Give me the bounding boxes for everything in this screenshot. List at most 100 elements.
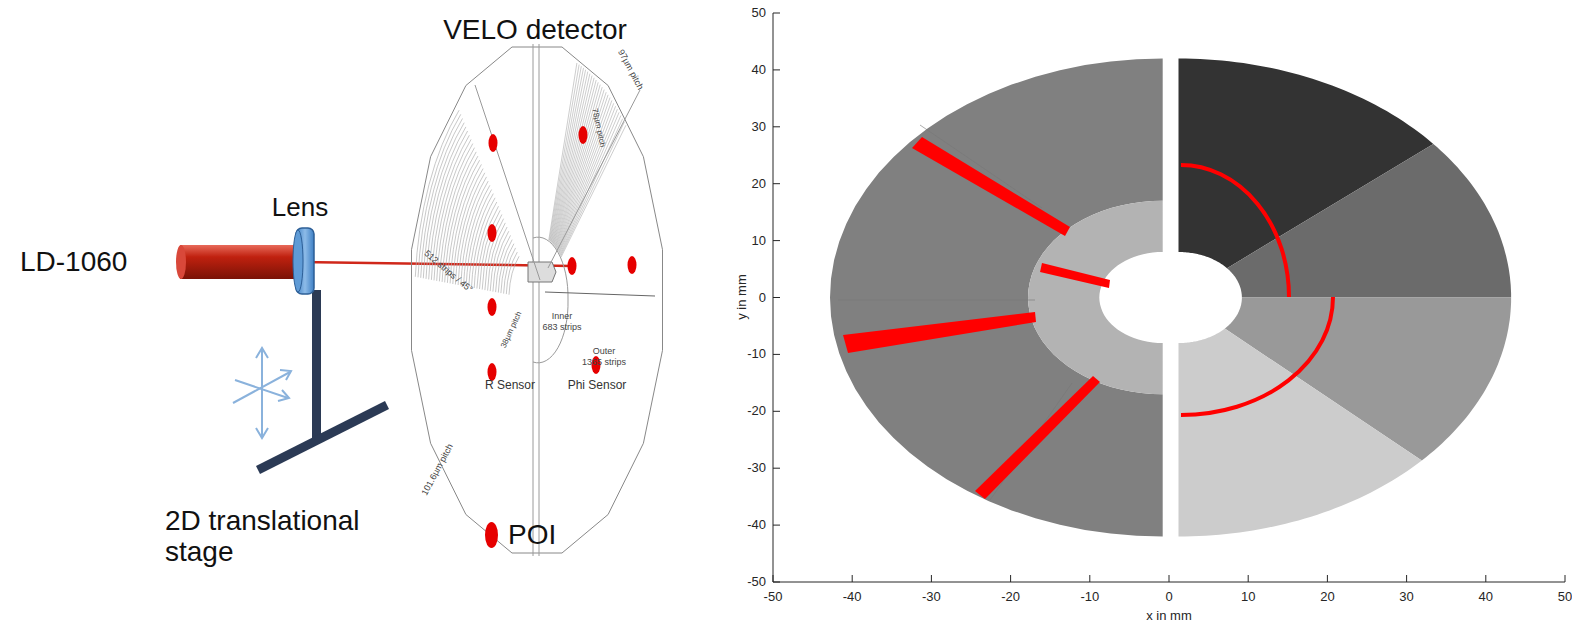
legend-text: POI <box>508 520 556 551</box>
tick <box>1327 575 1328 582</box>
tick-label: -30 <box>922 590 941 604</box>
part-label: Lens <box>272 193 328 222</box>
r-strip <box>455 173 484 285</box>
r-strip <box>506 252 517 294</box>
r-strip <box>493 231 509 291</box>
part-label: Outer <box>593 347 616 357</box>
hit-strip <box>912 137 1070 236</box>
tick <box>773 13 780 14</box>
tick <box>1169 575 1170 582</box>
r-strip <box>472 198 496 288</box>
r-strip <box>480 210 501 289</box>
legend-swatch <box>485 522 498 548</box>
plot-axes <box>773 13 1565 582</box>
hit-strip <box>843 312 1036 353</box>
tick-label: -10 <box>1080 590 1099 604</box>
split-line <box>533 44 534 556</box>
part-label: LD-1060 <box>20 247 127 278</box>
tick <box>773 183 780 184</box>
r-strip <box>509 256 519 294</box>
tick-label: -40 <box>747 518 766 532</box>
lens <box>293 228 314 294</box>
tick-label: -50 <box>747 575 766 589</box>
tick <box>773 240 780 241</box>
motion-arrows <box>233 348 291 438</box>
axis-label: y in mm <box>735 274 749 320</box>
part-label: 38µm pitch <box>500 310 525 349</box>
tick <box>1248 575 1249 582</box>
sensor-map <box>830 59 1511 537</box>
sector-edge <box>838 300 1035 301</box>
r-strip <box>488 223 506 291</box>
velo-sketch <box>412 44 663 556</box>
tick-label: 20 <box>752 177 766 191</box>
split-line <box>539 44 540 556</box>
phi-strip <box>561 125 626 257</box>
tick-label: 20 <box>1320 590 1334 604</box>
poi-dot <box>579 126 588 144</box>
tick <box>1010 575 1011 582</box>
tick-label: 30 <box>1399 590 1413 604</box>
r-sensor-outer <box>830 59 1163 537</box>
hit-arc <box>1181 297 1333 415</box>
tick <box>1485 575 1486 582</box>
tick-label: 50 <box>1558 590 1572 604</box>
phi-strip <box>559 109 618 253</box>
detector-outline <box>412 47 663 553</box>
tick <box>773 468 780 469</box>
part-label: 1365 strips <box>582 358 626 368</box>
tick <box>1406 575 1407 582</box>
phi-strip <box>559 112 619 254</box>
poi-dot <box>488 363 497 381</box>
tick-label: 0 <box>759 290 766 304</box>
tick-label: -20 <box>747 404 766 418</box>
dimension-line <box>545 292 655 296</box>
part-label: Phi Sensor <box>568 379 627 392</box>
poi-dot <box>488 224 497 242</box>
phi-strip <box>558 100 612 250</box>
tick <box>773 69 780 70</box>
tick <box>773 126 780 127</box>
part-label: Inner <box>552 312 573 322</box>
r-strip <box>453 169 483 284</box>
tick-label: -10 <box>747 347 766 361</box>
beam-hole <box>528 262 556 282</box>
tick-label: -50 <box>764 590 783 604</box>
tick <box>773 297 780 298</box>
tick-label: 0 <box>1165 590 1172 604</box>
tick-label: 30 <box>752 120 766 134</box>
hit-strip <box>1040 263 1110 288</box>
sector-edge <box>920 125 1042 208</box>
part-label: 2D translational stage <box>165 506 430 568</box>
poi-dot <box>568 257 577 275</box>
part-label: VELO detector <box>443 15 627 46</box>
axis-label: x in mm <box>1146 609 1192 623</box>
laser-diode <box>176 245 302 279</box>
dimension-line <box>548 90 640 268</box>
part-label: R Sensor <box>485 379 535 392</box>
tick <box>773 525 780 526</box>
tick <box>852 575 853 582</box>
phi-strip <box>560 119 622 256</box>
tick <box>931 575 932 582</box>
tick-label: -40 <box>843 590 862 604</box>
part-label: 101.6µm pitch <box>420 443 455 498</box>
phi-sector <box>1179 329 1422 537</box>
tick-label: 50 <box>752 6 766 20</box>
r-strip <box>496 235 511 292</box>
tick-label: 10 <box>752 233 766 247</box>
tick <box>773 411 780 412</box>
r-strip <box>447 160 479 283</box>
poi-dot <box>489 134 498 152</box>
poi-dot <box>628 256 637 274</box>
r-strip <box>474 202 497 288</box>
part-label: 97µm pitch <box>615 48 644 92</box>
tick <box>773 575 774 582</box>
tick <box>773 354 780 355</box>
r-sensor-inner <box>1028 201 1163 394</box>
tick <box>1565 575 1566 582</box>
inner-boundary <box>533 237 568 363</box>
r-strip <box>477 206 499 288</box>
tick <box>773 582 780 583</box>
